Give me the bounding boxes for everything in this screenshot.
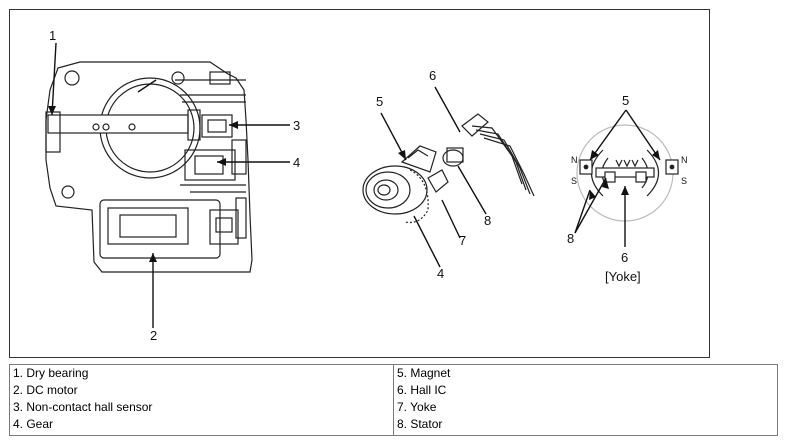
- legend-item-stator: 8. Stator: [397, 417, 443, 431]
- leader-lines: [51, 42, 661, 328]
- legend-table: 1. Dry bearing 2. DC motor 3. Non-contac…: [9, 364, 778, 436]
- callout-3: 3: [293, 118, 300, 133]
- pole-n-right: N: [681, 155, 688, 165]
- callout-4: 4: [293, 155, 300, 170]
- pole-s-right: S: [681, 176, 687, 186]
- callout-7: 7: [459, 233, 466, 248]
- callout-4-sensor: 4: [437, 266, 444, 281]
- legend-item-dc-motor: 2. DC motor: [13, 383, 78, 397]
- legend-item-gear: 4. Gear: [13, 417, 54, 431]
- sensor-exploded-drawing: [362, 113, 535, 224]
- diagram-panel: 1 2 3 4 5 6 7 8 4 5 8 6 [Yoke] N N S S: [9, 9, 710, 358]
- callout-1: 1: [49, 28, 56, 43]
- callout-8-yoke: 8: [567, 231, 574, 246]
- diagram-drawing: 1 2 3 4 5 6 7 8 4 5 8 6 [Yoke] N N S S: [45, 28, 688, 343]
- pole-n-left: N: [571, 155, 578, 165]
- callout-5: 5: [376, 94, 383, 109]
- legend-item-hall-sensor: 3. Non-contact hall sensor: [13, 400, 153, 414]
- yoke-caption: [Yoke]: [605, 269, 641, 284]
- legend-item-magnet: 5. Magnet: [397, 366, 451, 380]
- legend-item-yoke: 7. Yoke: [397, 400, 437, 414]
- callout-8: 8: [484, 213, 491, 228]
- callout-5-yoke: 5: [622, 93, 629, 108]
- callout-6-yoke: 6: [621, 250, 628, 265]
- legend-item-dry-bearing: 1. Dry bearing: [13, 366, 89, 380]
- legend-right-column: 5. Magnet 6. Hall IC 7. Yoke 8. Stator: [393, 364, 778, 436]
- callout-2: 2: [150, 328, 157, 343]
- throttle-body-drawing: [45, 61, 253, 273]
- legend-left-column: 1. Dry bearing 2. DC motor 3. Non-contac…: [9, 364, 394, 436]
- callout-6: 6: [429, 68, 436, 83]
- yoke-schematic-drawing: [576, 124, 679, 222]
- legend-item-hall-ic: 6. Hall IC: [397, 383, 447, 397]
- pole-s-left: S: [571, 176, 577, 186]
